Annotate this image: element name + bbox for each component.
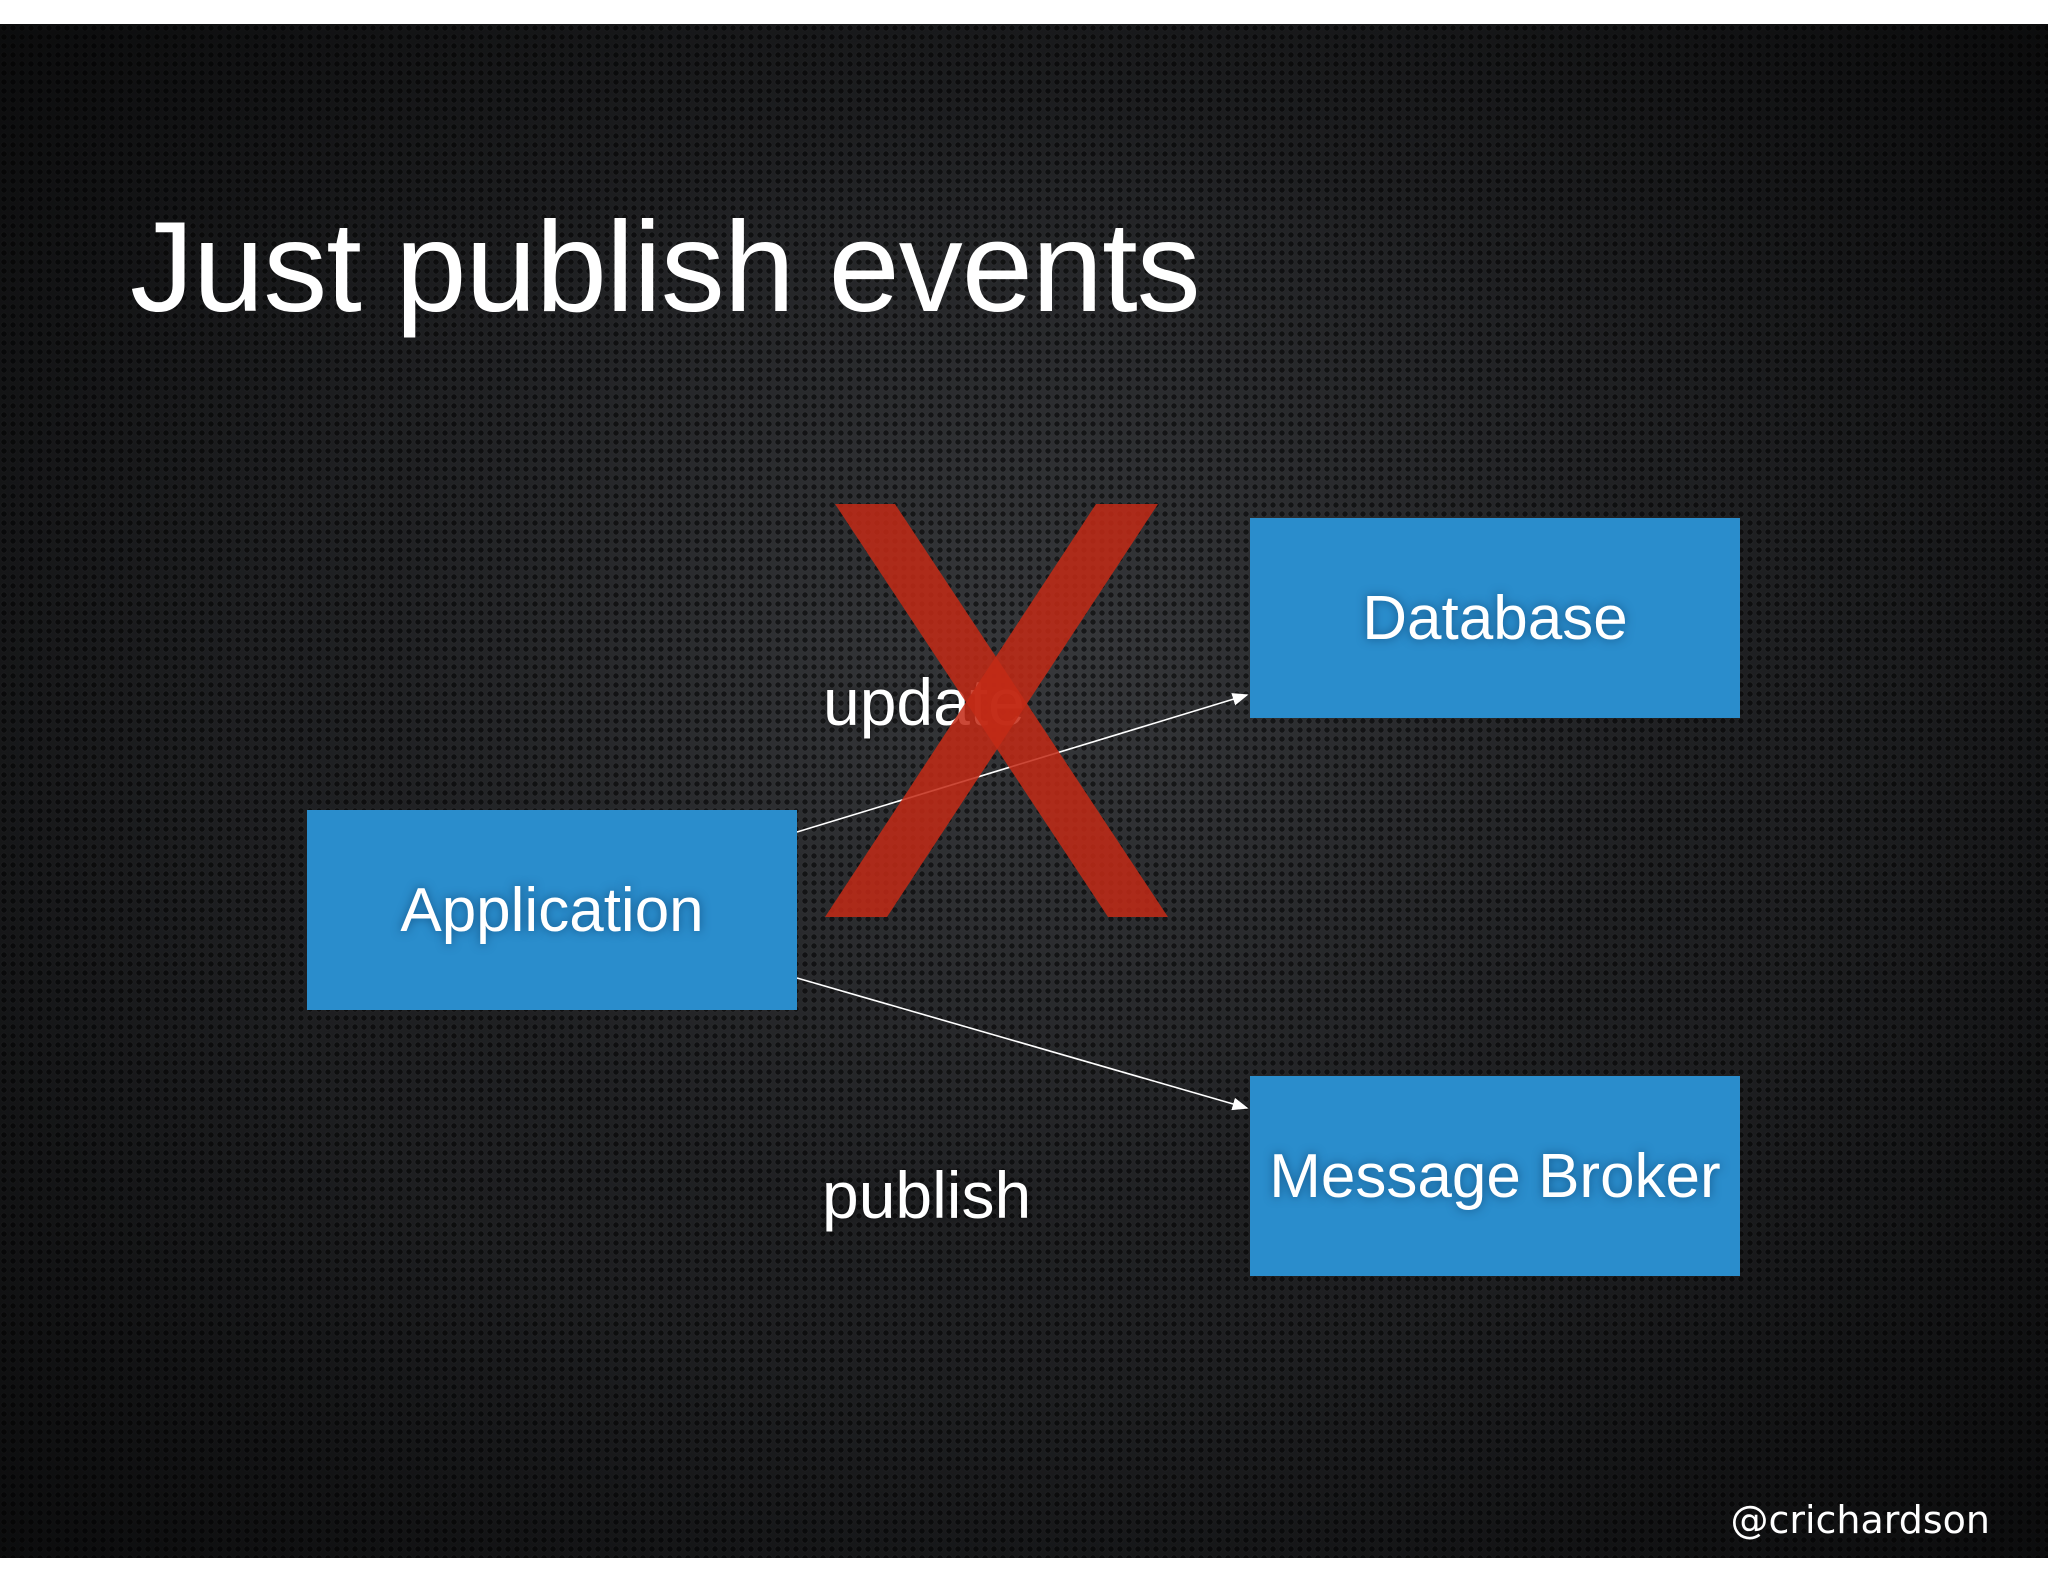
message-broker-node-label: Message Broker — [1269, 1141, 1721, 1211]
author-handle: @crichardson — [1730, 1498, 1990, 1542]
message-broker-node: Message Broker — [1250, 1076, 1740, 1276]
database-node: Database — [1250, 518, 1740, 718]
application-node-label: Application — [400, 875, 704, 945]
application-node: Application — [307, 810, 797, 1010]
database-node-label: Database — [1362, 583, 1628, 653]
slide-title: Just publish events — [130, 196, 1201, 339]
publish-arrow — [796, 977, 1249, 1111]
publish-label: publish — [822, 1158, 1032, 1232]
slide: Just publish events update publish Appli… — [0, 24, 2048, 1558]
update-label: update — [823, 665, 1025, 739]
